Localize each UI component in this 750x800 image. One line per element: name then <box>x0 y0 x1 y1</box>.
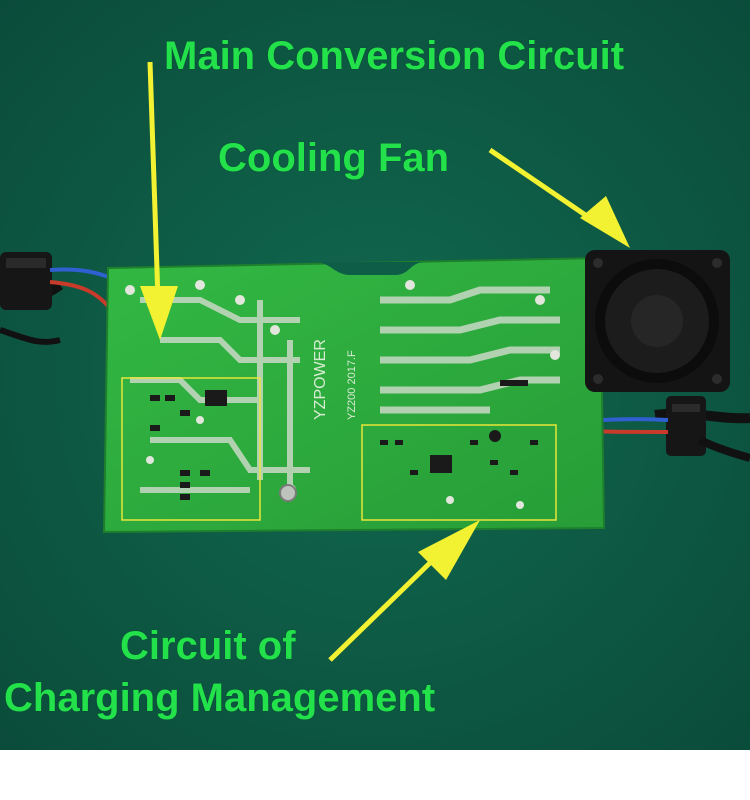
pcb-board: YZPOWER YZ200 2017.F <box>102 256 606 534</box>
pcb-illustration: YZPOWER YZ200 2017.F <box>0 0 750 750</box>
main-circuit-highlight-box <box>121 377 261 521</box>
arrow-to-charging-circuit <box>328 520 480 662</box>
bottom-margin <box>0 750 750 800</box>
cooling-fan <box>585 250 730 392</box>
silkscreen-model: YZ200 2017.F <box>346 350 358 420</box>
arrow-to-main-circuit <box>140 61 178 340</box>
label-charging-line2: Charging Management <box>4 676 436 720</box>
label-charging-line1: Circuit of <box>120 624 296 668</box>
input-cable <box>0 252 121 345</box>
label-main-conversion-circuit: Main Conversion Circuit <box>164 34 625 78</box>
silkscreen-brand: YZPOWER <box>312 339 329 420</box>
charging-circuit-highlight-box <box>361 424 557 521</box>
output-cable <box>559 396 750 462</box>
arrow-to-cooling-fan <box>488 147 630 248</box>
product-photo: YZPOWER YZ200 2017.F <box>0 0 750 750</box>
label-cooling-fan: Cooling Fan <box>218 136 450 180</box>
mounting-screw <box>279 484 297 502</box>
